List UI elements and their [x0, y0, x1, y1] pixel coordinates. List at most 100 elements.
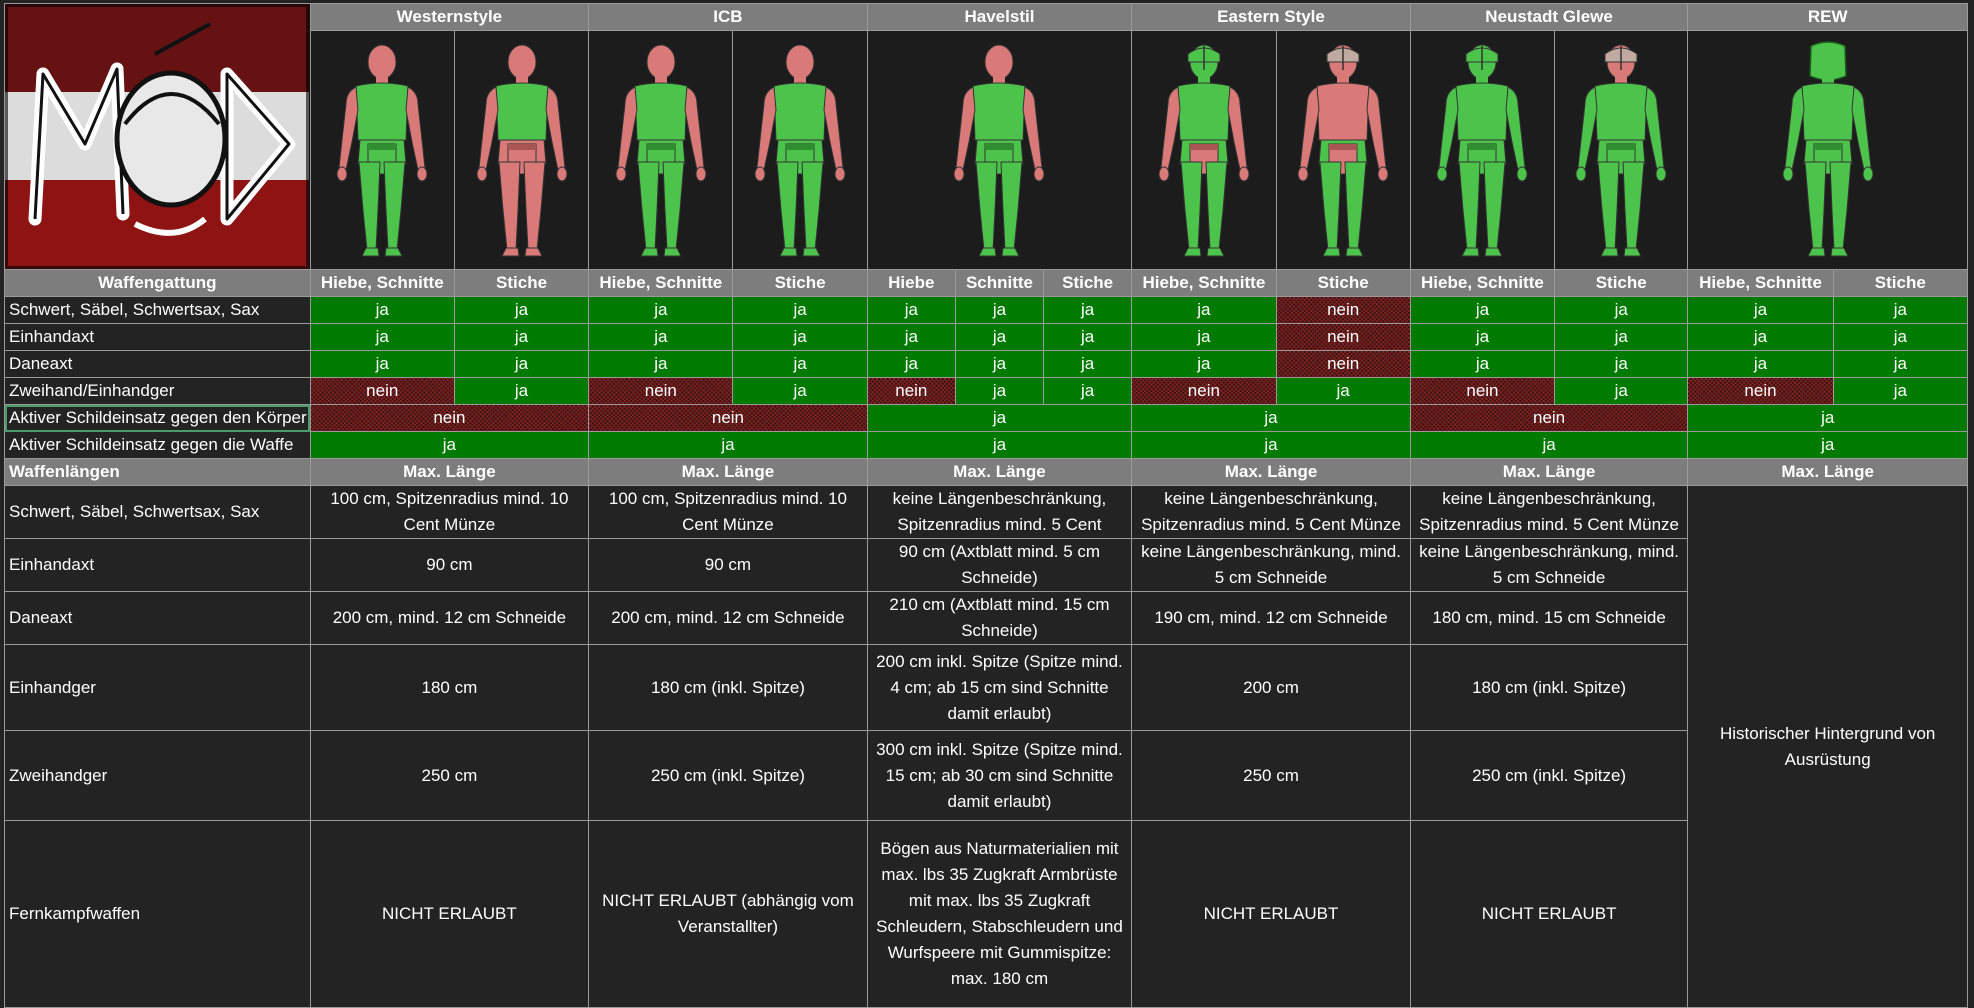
attack-type-header: Hiebe, Schnitte	[1409, 269, 1556, 297]
allowed-cell: ja	[954, 350, 1045, 378]
length-cell: 300 cm inkl. Spitze (Spitze mind. 15 cm;…	[866, 730, 1133, 821]
length-cell: 100 cm, Spitzenradius mind. 10 Cent Münz…	[588, 485, 868, 539]
group-icb: ICB	[588, 2, 868, 32]
length-row-label: Einhandger	[4, 644, 311, 731]
allowed-cell: ja	[588, 350, 734, 378]
allowed-cell: ja	[866, 431, 1133, 459]
allowed-cell: ja	[732, 323, 868, 351]
mod-logo	[4, 3, 311, 270]
allowed-cell: ja	[866, 296, 956, 324]
length-cell: 90 cm	[309, 538, 590, 592]
allowed-cell: ja	[1275, 377, 1411, 405]
allowed-cell: ja	[866, 323, 956, 351]
allowed-cell: ja	[1687, 323, 1834, 351]
allowed-cell: ja	[732, 296, 868, 324]
allowed-cell: ja	[1131, 431, 1411, 459]
hit-zone-figure	[309, 30, 455, 270]
length-cell: NICHT ERLAUBT (abhängig vom Veranstallte…	[588, 820, 868, 1008]
allowed-cell: ja	[1554, 377, 1689, 405]
allowed-cell: ja	[588, 431, 868, 459]
fighter-figure-svg	[1297, 44, 1389, 257]
allowed-cell: ja	[1554, 296, 1689, 324]
allowed-cell: ja	[1687, 404, 1968, 432]
max-length-header: Max. Länge	[866, 458, 1133, 486]
length-row-label: Schwert, Säbel, Schwertsax, Sax	[4, 485, 311, 539]
allowed-cell: ja	[1687, 431, 1968, 459]
attack-type-header: Hiebe, Schnitte	[588, 269, 734, 297]
attack-type-header: Hiebe, Schnitte	[309, 269, 455, 297]
length-cell: 180 cm (inkl. Spitze)	[588, 644, 868, 731]
hit-zone-figure	[866, 30, 1133, 270]
allowed-cell: ja	[588, 296, 734, 324]
length-cell: 200 cm, mind. 12 cm Schneide	[309, 591, 590, 645]
figure-wrapper	[1411, 33, 1553, 268]
length-cell: 250 cm	[309, 730, 590, 821]
allowed-cell: ja	[1687, 350, 1834, 378]
figure-wrapper	[1689, 33, 1967, 268]
fighter-figure-svg	[1782, 40, 1874, 257]
allowed-cell: ja	[1043, 296, 1133, 324]
allowed-cell: ja	[1043, 350, 1133, 378]
hit-zone-figure	[1409, 30, 1556, 270]
length-cell: 190 cm, mind. 12 cm Schneide	[1131, 591, 1411, 645]
max-length-header: Max. Länge	[588, 458, 868, 486]
length-cell: 100 cm, Spitzenradius mind. 10 Cent Münz…	[309, 485, 590, 539]
allowed-cell: ja	[1832, 296, 1969, 324]
allowed-cell: ja	[1131, 350, 1277, 378]
weapon-type-header: Waffengattung	[4, 269, 311, 297]
group-rew: REW	[1687, 2, 1968, 32]
rules-spreadsheet: Westernstyle ICB Havelstil Eastern Style…	[4, 2, 1969, 1008]
hit-zone-figure	[453, 30, 590, 270]
forbidden-cell: nein	[866, 377, 956, 405]
attack-type-header: Hiebe, Schnitte	[1687, 269, 1834, 297]
figure-wrapper	[590, 33, 732, 268]
length-cell: 180 cm (inkl. Spitze)	[1409, 644, 1689, 731]
figure-wrapper	[455, 33, 587, 268]
attack-type-header: Stiche	[453, 269, 590, 297]
allowed-cell: ja	[1687, 296, 1834, 324]
length-cell: 90 cm	[588, 538, 868, 592]
length-cell: 180 cm	[309, 644, 590, 731]
fighter-figure-svg	[1158, 44, 1250, 257]
allowed-cell: ja	[866, 350, 956, 378]
allowed-cell: ja	[732, 350, 868, 378]
length-cell: keine Längenbeschränkung, mind. 5 cm Sch…	[1131, 538, 1411, 592]
length-row-label: Fernkampfwaffen	[4, 820, 311, 1008]
shield-row-label[interactable]: Aktiver Schildeinsatz gegen den Körper	[4, 404, 311, 432]
figure-wrapper	[1556, 33, 1687, 268]
allowed-cell: ja	[1409, 296, 1556, 324]
forbidden-cell: nein	[1275, 350, 1411, 378]
allowed-cell: ja	[588, 323, 734, 351]
forbidden-cell: nein	[588, 404, 868, 432]
forbidden-cell: nein	[309, 377, 455, 405]
attack-type-header: Stiche	[1554, 269, 1689, 297]
forbidden-cell: nein	[1687, 377, 1834, 405]
forbidden-cell: nein	[588, 377, 734, 405]
length-cell: 90 cm (Axtblatt mind. 5 cm Schneide)	[866, 538, 1133, 592]
forbidden-cell: nein	[1275, 296, 1411, 324]
weapon-row-label: Zweihand/Einhandger	[4, 377, 311, 405]
max-length-header: Max. Länge	[1409, 458, 1689, 486]
weapon-row-label: Einhandaxt	[4, 323, 311, 351]
hit-zone-figure	[1687, 30, 1968, 270]
length-cell: 210 cm (Axtblatt mind. 15 cm Schneide)	[866, 591, 1133, 645]
attack-type-header: Hiebe	[866, 269, 956, 297]
allowed-cell: ja	[1043, 377, 1133, 405]
length-cell: keine Längenbeschränkung, Spitzenradius …	[866, 485, 1133, 539]
weapon-row-label: Daneaxt	[4, 350, 311, 378]
allowed-cell: ja	[1043, 323, 1133, 351]
fighter-figure-svg	[615, 44, 707, 257]
fighter-figure-svg	[1575, 44, 1667, 257]
forbidden-cell: nein	[309, 404, 590, 432]
forbidden-cell: nein	[1275, 323, 1411, 351]
allowed-cell: ja	[954, 296, 1045, 324]
group-neustadt-glewe: Neustadt Glewe	[1409, 2, 1689, 32]
attack-type-header: Stiche	[732, 269, 868, 297]
length-cell: 250 cm	[1131, 730, 1411, 821]
max-length-header: Max. Länge	[1131, 458, 1411, 486]
allowed-cell: ja	[453, 323, 590, 351]
figure-wrapper	[734, 33, 866, 268]
weapon-row-label: Schwert, Säbel, Schwertsax, Sax	[4, 296, 311, 324]
max-length-header: Max. Länge	[1687, 458, 1968, 486]
length-row-label: Zweihandger	[4, 730, 311, 821]
